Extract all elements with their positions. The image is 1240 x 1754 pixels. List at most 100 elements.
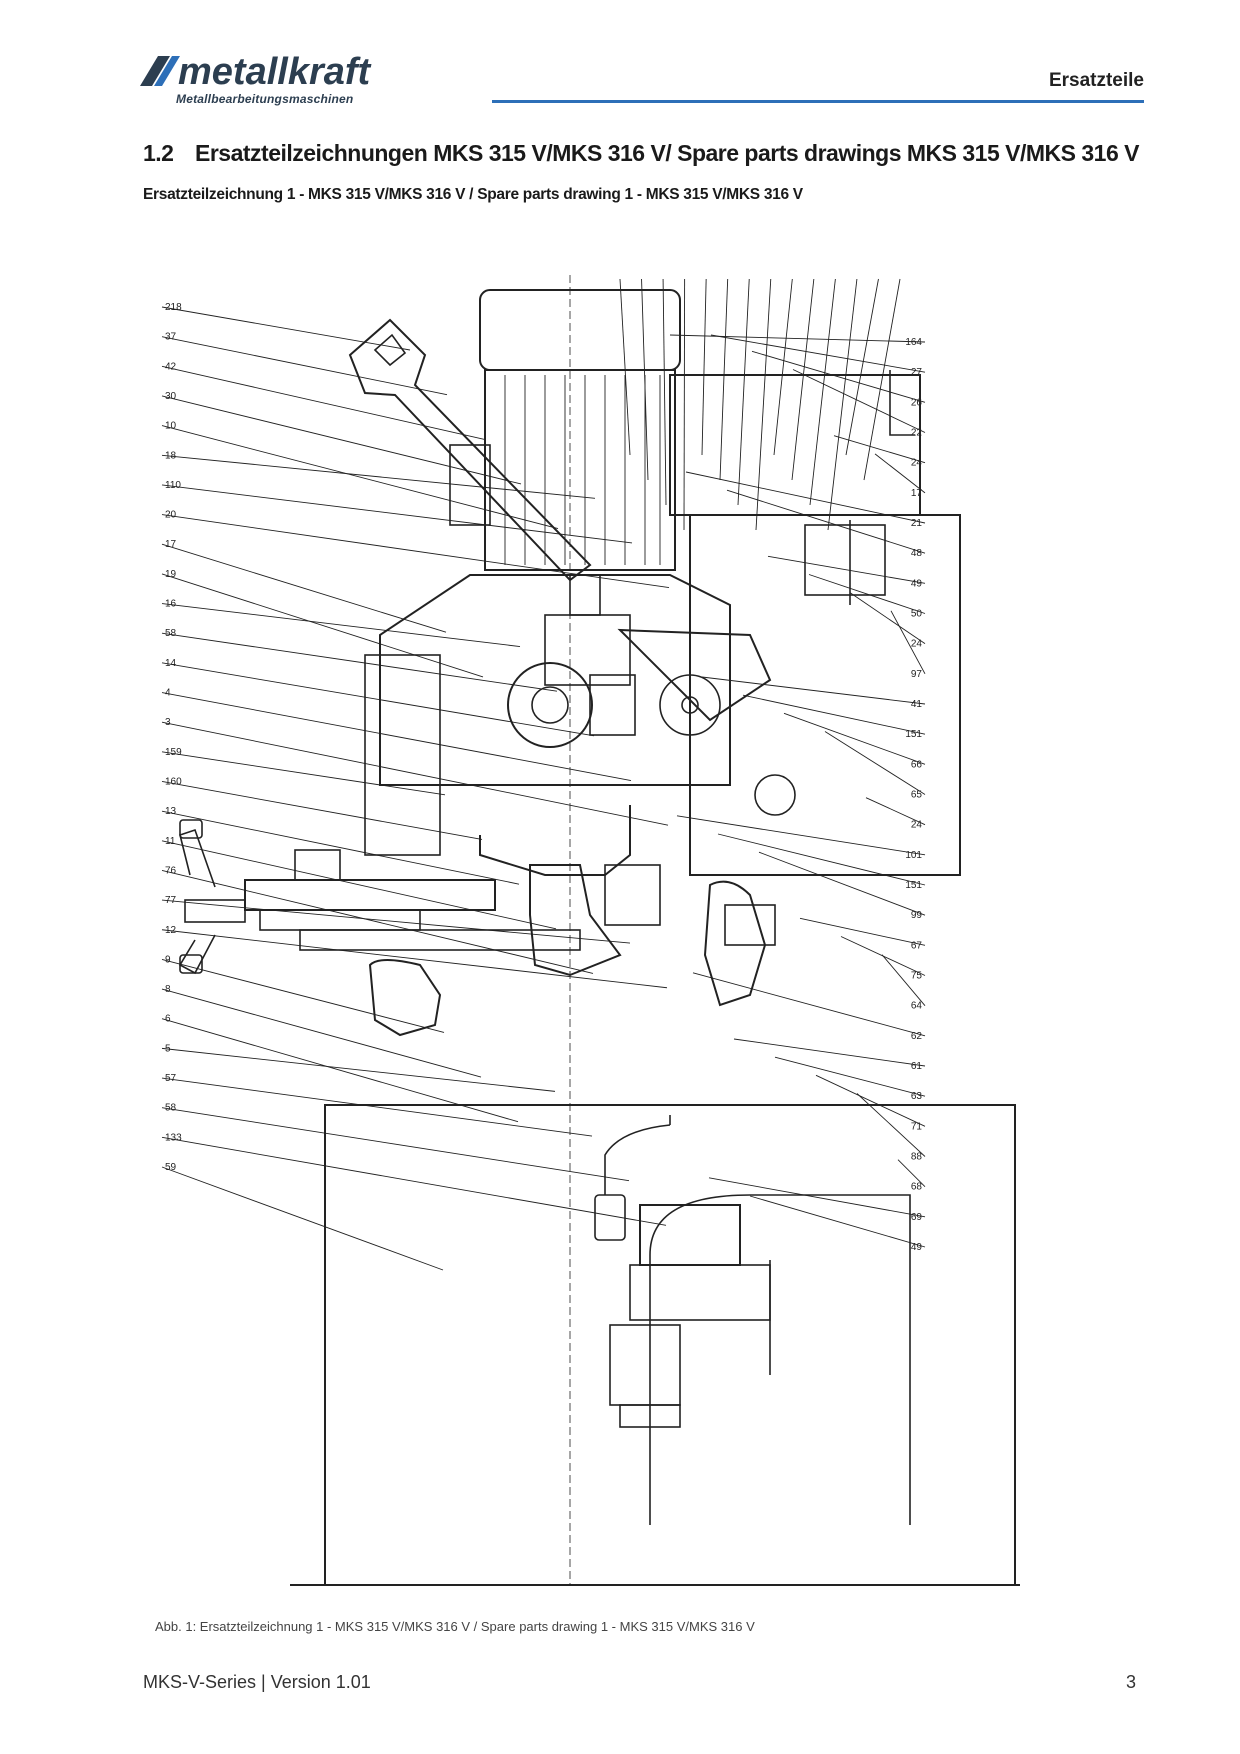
part-label-top-9: 105 — [806, 275, 823, 278]
part-label-right-19: 99 — [911, 910, 923, 921]
leader-line — [824, 731, 926, 795]
leader-line — [683, 278, 686, 531]
section-title: Ersatzteilzeichnungen MKS 315 V/MKS 316 … — [195, 140, 1140, 166]
leader-line — [799, 917, 926, 946]
leader-line — [161, 751, 446, 796]
leader-line — [890, 610, 926, 675]
leader-line — [669, 334, 926, 343]
leader-line — [662, 278, 667, 506]
leader-line — [161, 454, 596, 499]
part-label-left-2: 42 — [165, 361, 177, 372]
leader-line — [701, 278, 707, 456]
leader-line — [737, 278, 750, 506]
footer-version: MKS-V-Series | Version 1.01 — [143, 1672, 371, 1692]
part-label-top-6: 24 — [744, 275, 756, 278]
spare-parts-drawing: 3110246101103724104951056058494021837423… — [150, 275, 1050, 1595]
leader-line — [161, 365, 485, 440]
leader-line — [641, 278, 649, 481]
logo-subtitle: Metallbearbeitungsmaschinen — [176, 92, 354, 106]
leader-line — [161, 1136, 667, 1226]
leader-line — [767, 555, 926, 584]
leader-line — [161, 395, 522, 485]
part-label-left-28: 133 — [165, 1132, 182, 1143]
drawing-subheading: Ersatzteilzeichnung 1 - MKS 315 V/MKS 31… — [143, 186, 803, 203]
leader-line — [708, 1177, 926, 1218]
part-label-right-22: 64 — [911, 1001, 923, 1012]
part-label-left-19: 76 — [165, 865, 177, 876]
leader-line — [865, 797, 926, 826]
leader-line — [710, 334, 926, 373]
leader-line — [161, 336, 448, 396]
leader-line — [161, 781, 483, 840]
leader-line — [161, 662, 595, 737]
leader-line — [791, 278, 815, 481]
part-label-top-2: 46 — [658, 275, 670, 278]
part-label-top-4: 103 — [698, 275, 715, 278]
part-label-left-6: 110 — [165, 480, 181, 491]
part-label-left-11: 58 — [165, 628, 177, 639]
leader-line — [856, 1093, 926, 1157]
part-label-right-29: 69 — [911, 1212, 923, 1223]
part-label-left-4: 10 — [165, 421, 177, 432]
section-heading: 1.2 Ersatzteilzeichnungen MKS 315 V/MKS 3… — [143, 140, 1140, 167]
part-label-right-23: 62 — [911, 1031, 923, 1042]
part-label-right-12: 41 — [911, 699, 923, 710]
leader-line — [742, 694, 926, 735]
part-label-left-23: 8 — [165, 984, 171, 995]
part-label-right-5: 17 — [911, 488, 923, 499]
part-label-left-17: 13 — [165, 806, 177, 817]
part-label-right-15: 65 — [911, 790, 923, 801]
leader-line — [161, 1018, 519, 1123]
leader-line — [809, 278, 836, 506]
leader-line — [161, 721, 669, 826]
leader-line — [161, 840, 557, 930]
part-label-right-3: 22 — [911, 428, 923, 439]
part-label-left-7: 20 — [165, 510, 177, 521]
figure-caption: Abb. 1: Ersatzteilzeichnung 1 - MKS 315 … — [155, 1619, 755, 1634]
part-label-left-29: 59 — [165, 1162, 177, 1173]
part-label-top-13: 40 — [894, 275, 906, 278]
part-label-left-24: 6 — [165, 1014, 171, 1025]
leader-line — [897, 1159, 926, 1187]
leader-line — [719, 278, 729, 481]
part-label-top-5: 7 — [725, 275, 731, 278]
part-label-right-0: 164 — [905, 337, 922, 348]
leader-line — [755, 278, 772, 531]
part-label-right-26: 71 — [911, 1121, 923, 1132]
part-label-top-10: 60 — [830, 275, 842, 278]
leader-line — [161, 514, 670, 589]
leader-line — [701, 676, 926, 705]
leader-line — [881, 954, 926, 1006]
part-label-left-5: 18 — [165, 450, 177, 461]
leader-line — [161, 810, 520, 885]
part-label-right-14: 66 — [911, 759, 923, 770]
leader-line — [676, 815, 926, 856]
part-label-right-28: 68 — [911, 1182, 923, 1193]
part-label-left-21: 12 — [165, 925, 177, 936]
part-label-left-1: 37 — [165, 332, 177, 343]
leader-line — [749, 1195, 926, 1248]
leader-line — [161, 1047, 556, 1092]
leader-line — [783, 712, 926, 765]
part-label-left-15: 159 — [165, 747, 182, 758]
section-number: 1.2 — [143, 140, 174, 166]
leader-line — [717, 833, 926, 886]
part-label-left-20: 77 — [165, 895, 177, 906]
part-label-left-8: 17 — [165, 539, 177, 550]
part-label-top-11: 58 — [851, 275, 863, 278]
part-label-right-9: 50 — [911, 609, 923, 620]
leader-line — [827, 278, 858, 531]
leader-line — [751, 350, 926, 403]
section-label: Ersatzteile — [1048, 70, 1144, 91]
leader-line — [161, 958, 445, 1033]
part-label-left-3: 30 — [165, 391, 177, 402]
leader-line — [161, 543, 447, 633]
leader-line — [161, 870, 594, 974]
part-label-left-10: 16 — [165, 599, 177, 610]
part-label-top-1: 102 — [633, 275, 650, 278]
part-label-right-18: 151 — [905, 880, 922, 891]
leader-line — [845, 278, 879, 456]
part-label-right-7: 48 — [911, 548, 923, 559]
leader-line — [758, 851, 926, 916]
part-label-right-2: 26 — [911, 397, 923, 408]
